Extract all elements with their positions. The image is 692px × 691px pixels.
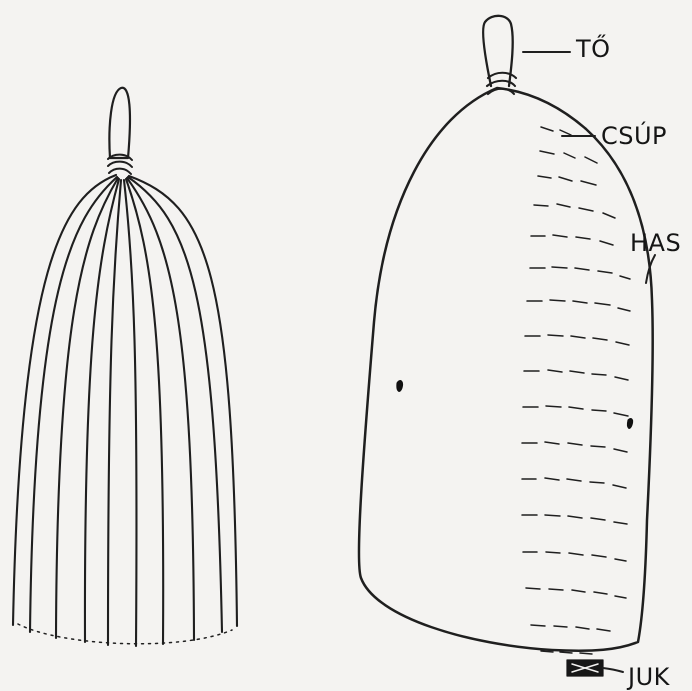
frame-rib-4 (85, 179, 119, 642)
frame-skeleton (13, 88, 237, 646)
skep-outline (359, 88, 653, 651)
label-csup: CSÚP (601, 124, 667, 148)
frame-rib-5 (108, 180, 121, 645)
callout-line-juk (603, 668, 623, 672)
skep-small-mark-2 (627, 419, 632, 429)
skep-rope-binding (487, 73, 516, 94)
skep-weave-marks (522, 127, 630, 654)
frame-handle (109, 88, 130, 158)
skep-small-mark-1 (397, 381, 403, 392)
label-has: HAS (630, 231, 681, 255)
frame-rib-6 (124, 180, 137, 646)
frame-rib-9 (128, 177, 222, 632)
skep-top (483, 16, 513, 86)
frame-rib-7 (126, 179, 163, 644)
label-to: TŐ (576, 37, 611, 61)
label-juk: JUK (628, 665, 670, 689)
frame-base-dots (18, 624, 232, 644)
beehive-skep (359, 16, 653, 676)
